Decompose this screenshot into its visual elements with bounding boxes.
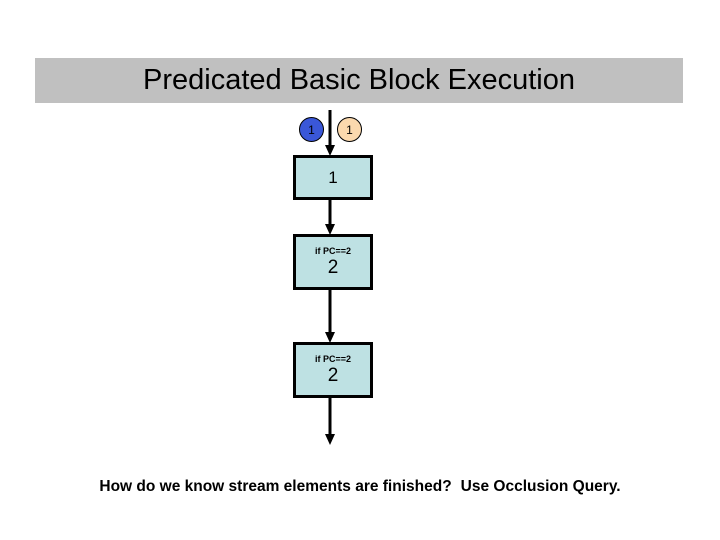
footer-question: How do we know stream elements are finis…	[99, 478, 452, 495]
token-circle-peach-label: 1	[346, 122, 353, 137]
arrow-down-icon	[325, 110, 335, 156]
basic-block-1-number: 1	[328, 168, 338, 187]
arrow-down-icon	[325, 199, 335, 235]
arrow-block-3-outgoing	[324, 397, 336, 445]
basic-block-3-predicate: if PC==2	[314, 353, 352, 364]
arrow-block-1-to-2	[324, 199, 336, 235]
basic-block-2-predicate: if PC==2	[314, 245, 352, 256]
basic-block-3: if PC==2 2	[293, 342, 373, 398]
token-circle-blue: 1	[299, 117, 324, 142]
basic-block-3-number: 2	[327, 364, 339, 386]
arrow-block-2-to-3	[324, 289, 336, 343]
arrow-to-block-1	[324, 110, 336, 156]
page-title: Predicated Basic Block Execution	[143, 64, 575, 96]
arrow-down-icon	[325, 397, 335, 445]
arrow-down-icon	[325, 289, 335, 343]
basic-block-2: if PC==2 2	[293, 234, 373, 290]
footer-answer: Use Occlusion Query.	[460, 478, 621, 495]
footer-note: How do we know stream elements are finis…	[0, 478, 720, 496]
token-circle-blue-label: 1	[308, 122, 315, 137]
basic-block-1: 1	[293, 155, 373, 200]
basic-block-2-number: 2	[327, 256, 339, 278]
token-circle-peach: 1	[337, 117, 362, 142]
title-band	[35, 58, 683, 103]
